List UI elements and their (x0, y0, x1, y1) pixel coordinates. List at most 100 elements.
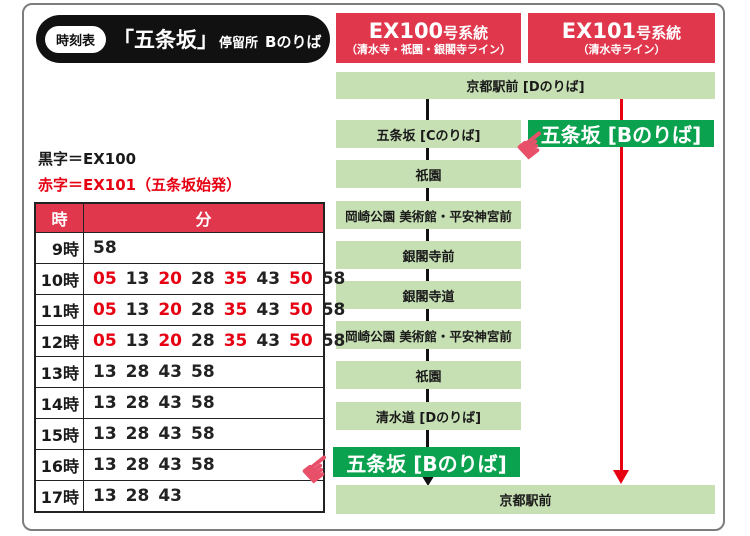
minutes-cell: 05 13 20 28 35 43 50 58 (84, 264, 345, 294)
minute-ex100: 28 (191, 300, 215, 320)
title-text: 「五条坂」 停留所 Bのりば (113, 24, 321, 54)
minute-ex100: 13 (93, 424, 117, 444)
route-ex101-subtitle: （清水寺ライン） (577, 43, 666, 57)
minute-ex100: 13 (93, 486, 117, 506)
hour-cell: 15時 (36, 419, 84, 449)
table-row: 9時 58 (36, 232, 323, 263)
hour-cell: 11時 (36, 295, 84, 325)
col-header-hour: 時 (36, 204, 84, 232)
title-stop-suffix: 停留所 (219, 36, 259, 51)
minute-ex100: 58 (191, 362, 215, 382)
table-row: 15時 13 28 43 58 (36, 418, 323, 449)
route-stop: 銀閣寺道 (336, 281, 521, 309)
current-stop-box-ex101: 五条坂 [Bのりば] (528, 120, 714, 147)
ex101-arrow-icon (613, 470, 629, 484)
title-platform: Bのりば (265, 33, 322, 51)
minute-ex100: 58 (321, 300, 346, 320)
minute-ex100: 43 (158, 393, 183, 413)
legend-black: 黒字＝EX100 (38, 150, 137, 168)
table-row: 10時 05 13 20 28 35 43 50 58 (36, 263, 345, 294)
minutes-cell: 58 (84, 233, 323, 263)
minute-ex100: 28 (125, 455, 150, 475)
col-header-minute: 分 (195, 210, 212, 229)
table-row: 11時 05 13 20 28 35 43 50 58 (36, 294, 345, 325)
stop-kyoto-station-top: 京都駅前 [Dのりば] (336, 72, 715, 99)
route-stop: 清水道 [Dのりば] (336, 402, 521, 430)
minute-ex100: 28 (125, 486, 150, 506)
route-stop: 五条坂 [Cのりば] (336, 120, 521, 148)
minutes-cell: 13 28 43 (84, 481, 323, 511)
hour-cell: 16時 (36, 450, 84, 480)
timetable: 時 分 9時 58 10時 05 13 20 28 35 43 50 58 11時 05 13 20 28 35… (34, 202, 345, 513)
route-ex101-name: EX101号系統 (561, 19, 682, 44)
route-stop: 岡崎公園 美術館・平安神宮前 (336, 201, 521, 229)
minute-ex101: 20 (158, 300, 183, 320)
minute-ex101: 50 (289, 300, 313, 320)
legend: 黒字＝EX100 赤字＝EX101（五条坂始発） (38, 146, 241, 199)
minute-ex100: 43 (256, 269, 281, 289)
minute-ex101: 20 (158, 269, 183, 289)
minute-ex101: 20 (158, 331, 183, 351)
minute-ex100: 13 (125, 331, 150, 351)
hour-cell: 14時 (36, 388, 84, 418)
current-stop-box-ex100: 五条坂 [Bのりば] (333, 447, 520, 477)
minute-ex100: 28 (125, 393, 150, 413)
route-header-ex100: EX100号系統 （清水寺・祇園・銀閣寺ライン） (336, 13, 521, 63)
minute-ex101: 50 (289, 331, 313, 351)
minute-ex101: 35 (223, 300, 248, 320)
route-ex100-subtitle: （清水寺・祇園・銀閣寺ライン） (346, 43, 511, 57)
minute-ex100: 13 (93, 393, 117, 413)
page-border (22, 3, 725, 531)
route-ex100-name: EX100号系統 (368, 19, 489, 44)
minute-ex101: 05 (93, 300, 117, 320)
page-title: 時刻表 「五条坂」 停留所 Bのりば (36, 15, 330, 63)
minute-ex100: 43 (158, 362, 183, 382)
minute-ex100: 13 (93, 362, 117, 382)
minute-ex100: 43 (158, 486, 183, 506)
minute-ex100: 13 (93, 455, 117, 475)
minute-ex101: 35 (223, 269, 248, 289)
route-stop: 銀閣寺前 (336, 241, 521, 269)
minutes-cell: 05 13 20 28 35 43 50 58 (84, 295, 345, 325)
minutes-cell: 13 28 43 58 (84, 450, 323, 480)
timetable-badge: 時刻表 (45, 25, 107, 53)
route-header-ex101: EX101号系統 （清水寺ライン） (528, 13, 715, 63)
timetable-header: 時 分 (36, 204, 323, 232)
minute-ex100: 28 (125, 362, 150, 382)
table-row: 14時 13 28 43 58 (36, 387, 323, 418)
minute-ex100: 13 (125, 269, 150, 289)
stop-kyoto-station-bottom: 京都駅前 (336, 485, 715, 514)
minute-ex100: 58 (321, 269, 346, 289)
minutes-cell: 13 28 43 58 (84, 388, 323, 418)
minutes-cell: 13 28 43 58 (84, 419, 323, 449)
route-stop: 祇園 (336, 361, 521, 389)
minutes-cell: 13 28 43 58 (84, 357, 323, 387)
minute-ex100: 43 (256, 300, 281, 320)
table-row: 16時 13 28 43 58 (36, 449, 323, 480)
hour-cell: 13時 (36, 357, 84, 387)
minute-ex100: 58 (191, 424, 215, 444)
minute-ex100: 28 (191, 269, 215, 289)
hour-cell: 10時 (36, 264, 84, 294)
table-row: 13時 13 28 43 58 (36, 356, 323, 387)
hour-cell: 9時 (36, 233, 84, 263)
minute-ex100: 13 (125, 300, 150, 320)
minute-ex100: 28 (125, 424, 150, 444)
minute-ex101: 05 (93, 331, 117, 351)
minute-ex101: 35 (223, 331, 248, 351)
minute-ex100: 58 (191, 393, 215, 413)
minute-ex100: 58 (191, 455, 215, 475)
minute-ex100: 58 (93, 238, 117, 258)
minute-ex101: 05 (93, 269, 117, 289)
route-stop: 祇園 (336, 160, 521, 188)
route-stop: 岡崎公園 美術館・平安神宮前 (336, 321, 521, 349)
minute-ex101: 50 (289, 269, 313, 289)
minute-ex100: 43 (256, 331, 281, 351)
minute-ex100: 43 (158, 455, 183, 475)
minute-ex100: 58 (321, 331, 346, 351)
minute-ex100: 43 (158, 424, 183, 444)
minute-ex100: 28 (191, 331, 215, 351)
